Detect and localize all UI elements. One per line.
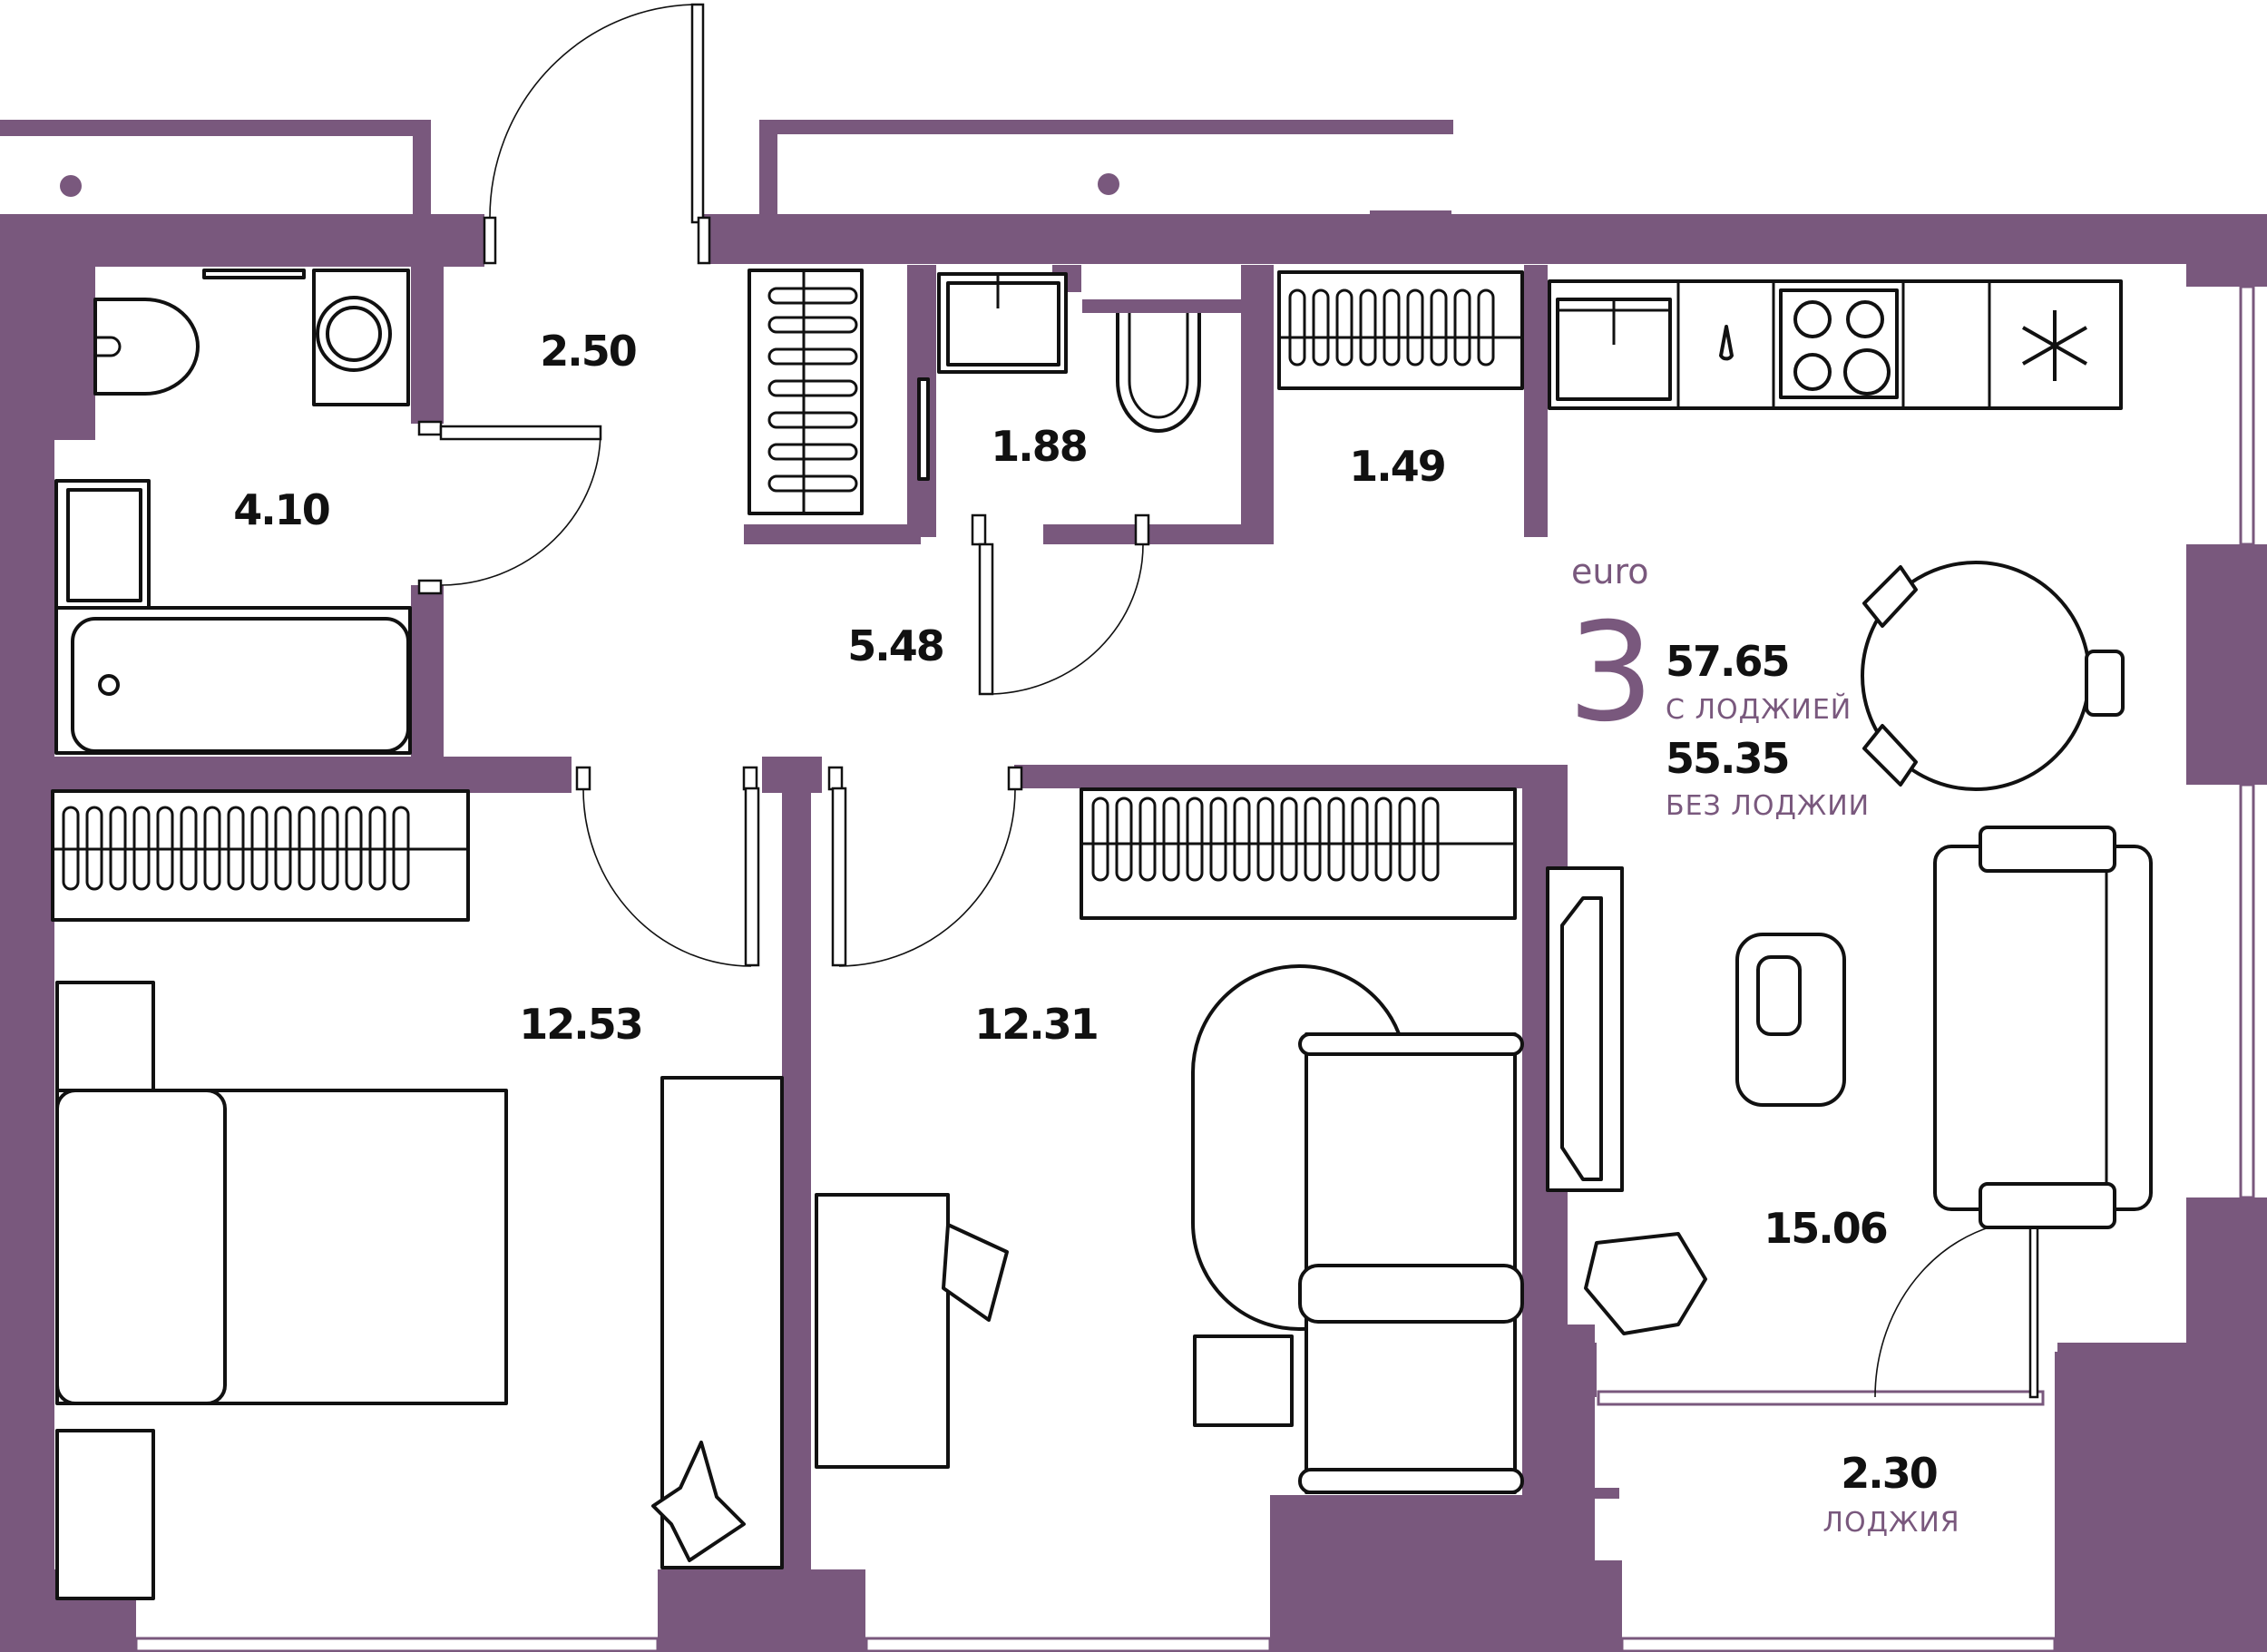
living-fixtures <box>1546 826 2153 1335</box>
room-area-entrance: 2.50 <box>540 327 636 376</box>
towel-rail <box>202 269 306 279</box>
bed <box>1305 1032 1517 1494</box>
room-area-loggia: 2.30 <box>1841 1449 1937 1498</box>
room-area-wc: 1.88 <box>991 422 1087 471</box>
nightstand <box>55 1429 155 1600</box>
kitchen-fixtures <box>1548 279 2123 410</box>
windows <box>134 285 2255 1652</box>
bathroom-fixtures <box>54 269 412 755</box>
room-area-bedroom-middle: 12.31 <box>974 1000 1098 1049</box>
bedroom1-fixtures <box>51 789 784 1600</box>
chair <box>1862 565 1918 628</box>
walls <box>0 120 2267 1652</box>
chair <box>1862 724 1918 787</box>
coat-rack <box>748 269 864 515</box>
tap-icon <box>98 674 120 696</box>
tv <box>1560 896 1603 1181</box>
chair <box>2085 650 2125 717</box>
room-area-bedroom-left: 12.53 <box>519 1000 642 1049</box>
hangers <box>767 287 858 493</box>
labels: 2.50 4.10 1.88 1.49 5.48 12.53 12.31 15.… <box>233 327 1959 1539</box>
wc-towel-rail <box>917 377 930 481</box>
plant <box>651 1441 746 1562</box>
doors <box>417 3 2039 1399</box>
wardrobe <box>51 789 470 922</box>
total-area-without-loggia: 55.35 <box>1666 734 1789 783</box>
wardrobe-fixtures <box>1277 270 1524 390</box>
room-area-kitchen-living: 15.06 <box>1764 1204 1887 1253</box>
rooms-count: 3 <box>1568 594 1654 752</box>
dining-set <box>1861 561 2125 791</box>
room-area-bathroom: 4.10 <box>233 485 329 534</box>
wc-fixtures <box>917 272 1201 481</box>
wc-toilet <box>1116 313 1201 433</box>
office-chair <box>942 1223 1009 1322</box>
sofa <box>1933 845 2153 1211</box>
total-area-with-loggia: 57.65 <box>1666 637 1789 686</box>
bedroom2-fixtures <box>815 787 1524 1494</box>
snowflake-icon <box>2022 310 2087 381</box>
loggia-label: ЛОДЖИЯ <box>1822 1507 1959 1539</box>
toilet <box>93 298 200 396</box>
wardrobe <box>1080 787 1517 920</box>
without-loggia-label: БЕЗ ЛОДЖИИ <box>1666 790 1870 822</box>
room-area-wardrobe: 1.49 <box>1349 442 1445 491</box>
layout-type: euro <box>1571 552 1649 591</box>
with-loggia-label: С ЛОДЖИЕЙ <box>1666 693 1852 726</box>
plant <box>1584 1232 1707 1335</box>
pouf <box>1193 1334 1294 1427</box>
hallway-fixtures <box>748 269 864 515</box>
room-area-hallway: 5.48 <box>847 621 943 670</box>
desk <box>815 1193 950 1469</box>
water-drop-icon <box>1719 325 1734 361</box>
